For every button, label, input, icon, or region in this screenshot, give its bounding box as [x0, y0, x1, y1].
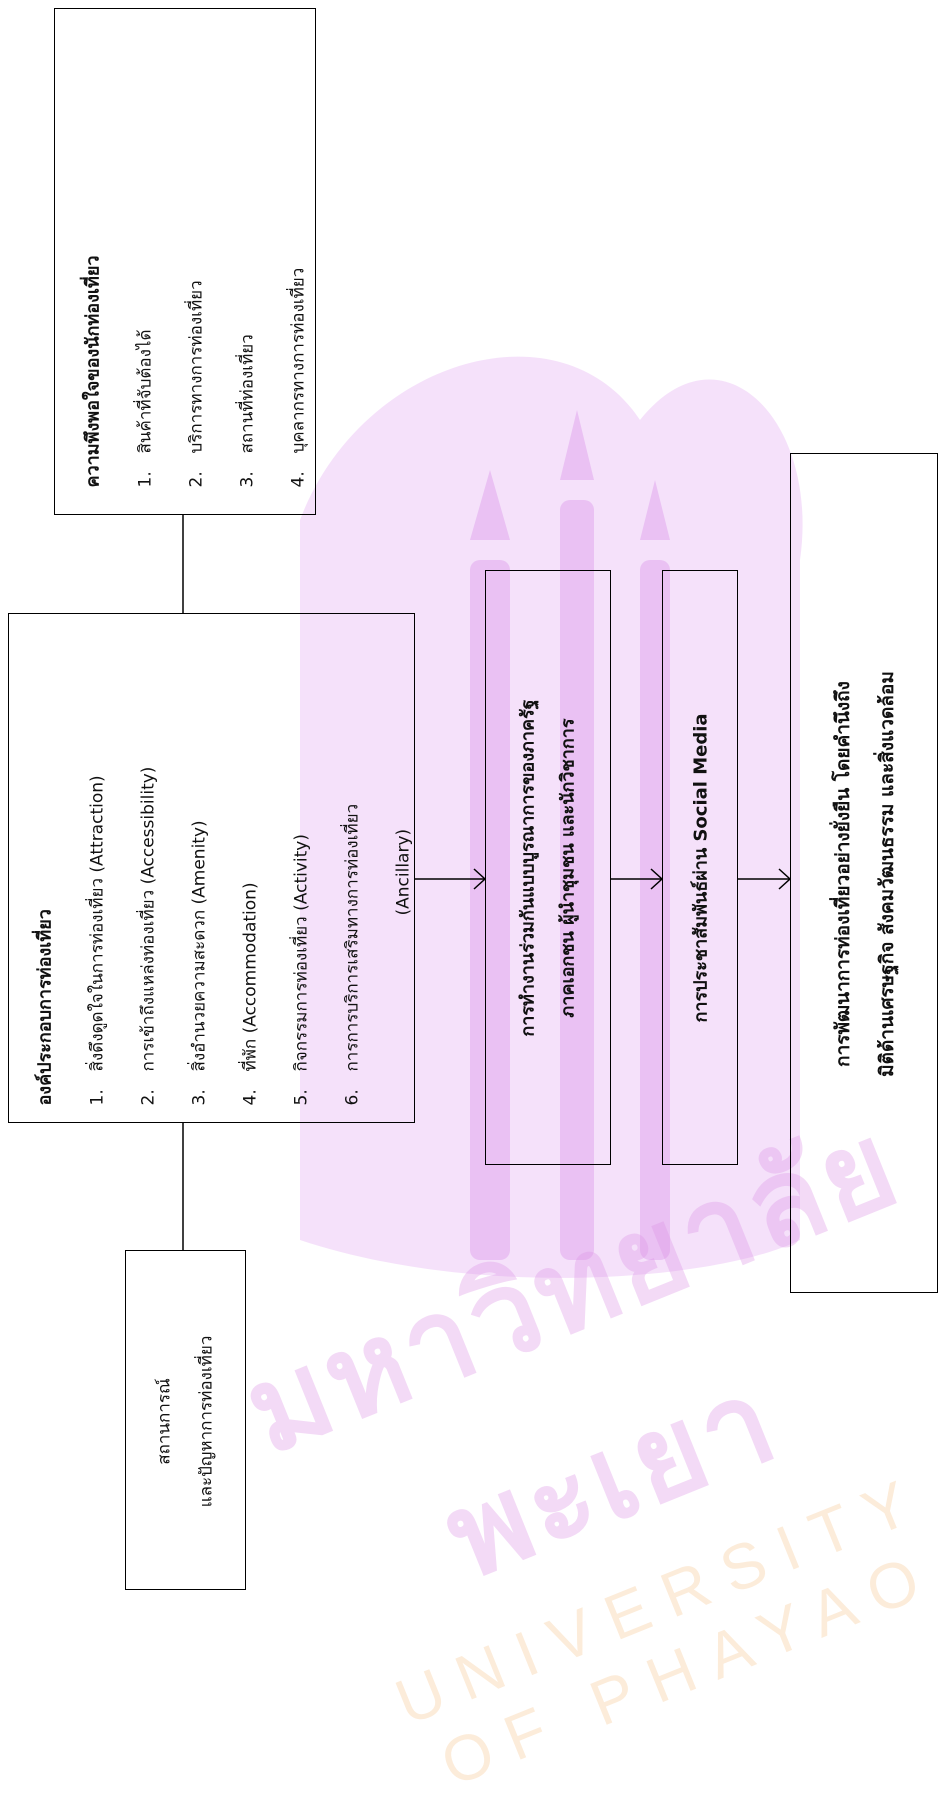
sustainable-line-1: การพัฒนาการท่องเที่ยวอย่างยั่งยืน โดยคำน…: [832, 681, 854, 1067]
components-list: 1.สิ่งดึงดูดใจในการท่องเที่ยว (Attractio…: [73, 632, 430, 1106]
list-item: 3.สิ่งอำนวยความสะดวก (Amenity): [189, 820, 210, 1106]
components-box: องค์ประกอบการท่องเที่ยว 1.สิ่งดึงดูดใจใน…: [8, 613, 415, 1123]
list-item: 2.การเข้าถึงแหล่งท่องเที่ยว (Accessibili…: [138, 766, 159, 1106]
list-item: 6.การการบริการเสริมทางการท่องเที่ยว: [342, 803, 363, 1106]
situation-line-1: สถานการณ์: [154, 1378, 175, 1465]
university-watermark: [300, 356, 803, 1278]
list-item-continuation: (Ancillary): [393, 828, 414, 916]
satisfaction-list: 1.สินค้าที่จับต้องได้ 2.บริการทางการท่อง…: [121, 37, 325, 488]
list-item: 4.บุคลากรทางการท่องเที่ยว: [288, 267, 309, 488]
list-item: 1.สิ่งดึงดูดใจในการท่องเที่ยว (Attractio…: [87, 775, 108, 1106]
social-media-text: การประชาสัมพันธ์ผ่าน Social Media: [690, 713, 712, 1023]
list-item: 2.บริการทางการท่องเที่ยว: [186, 280, 207, 488]
social-media-box: การประชาสัมพันธ์ผ่าน Social Media: [662, 570, 738, 1165]
collaboration-line-2: ภาคเอกชน ผู้นำชุมชน และนักวิชาการ: [557, 718, 579, 1018]
situation-line-2: และปัญหาการท่องเที่ยว: [196, 1335, 217, 1508]
sustainable-line-2: มิติด้านเศรษฐกิจ สังคมวัฒนธรรม และสิ่งแว…: [876, 671, 898, 1077]
list-item: 3.สถานที่ท่องเที่ยว: [237, 334, 258, 488]
list-item: 4.ที่พัก (Accommodation): [240, 882, 261, 1106]
situation-box: สถานการณ์ และปัญหาการท่องเที่ยว: [125, 1250, 246, 1590]
components-title: องค์ประกอบการท่องเที่ยว: [34, 909, 56, 1106]
connectors: [182, 515, 792, 1250]
collaboration-box: การทำงานร่วมกันแบบบูรณาการของภาครัฐ ภาคเ…: [485, 570, 611, 1165]
collaboration-line-1: การทำงานร่วมกันแบบบูรณาการของภาครัฐ: [517, 699, 539, 1037]
satisfaction-title: ความพึงพอใจของนักท่องเที่ยว: [82, 255, 104, 488]
list-item: 1.สินค้าที่จับต้องได้: [135, 329, 156, 488]
satisfaction-box: ความพึงพอใจของนักท่องเที่ยว 1.สินค้าที่จ…: [54, 8, 316, 515]
sustainable-box: การพัฒนาการท่องเที่ยวอย่างยั่งยืน โดยคำน…: [790, 453, 938, 1293]
list-item: 5.กิจกรรมการท่องเที่ยว (Activity): [291, 834, 312, 1106]
